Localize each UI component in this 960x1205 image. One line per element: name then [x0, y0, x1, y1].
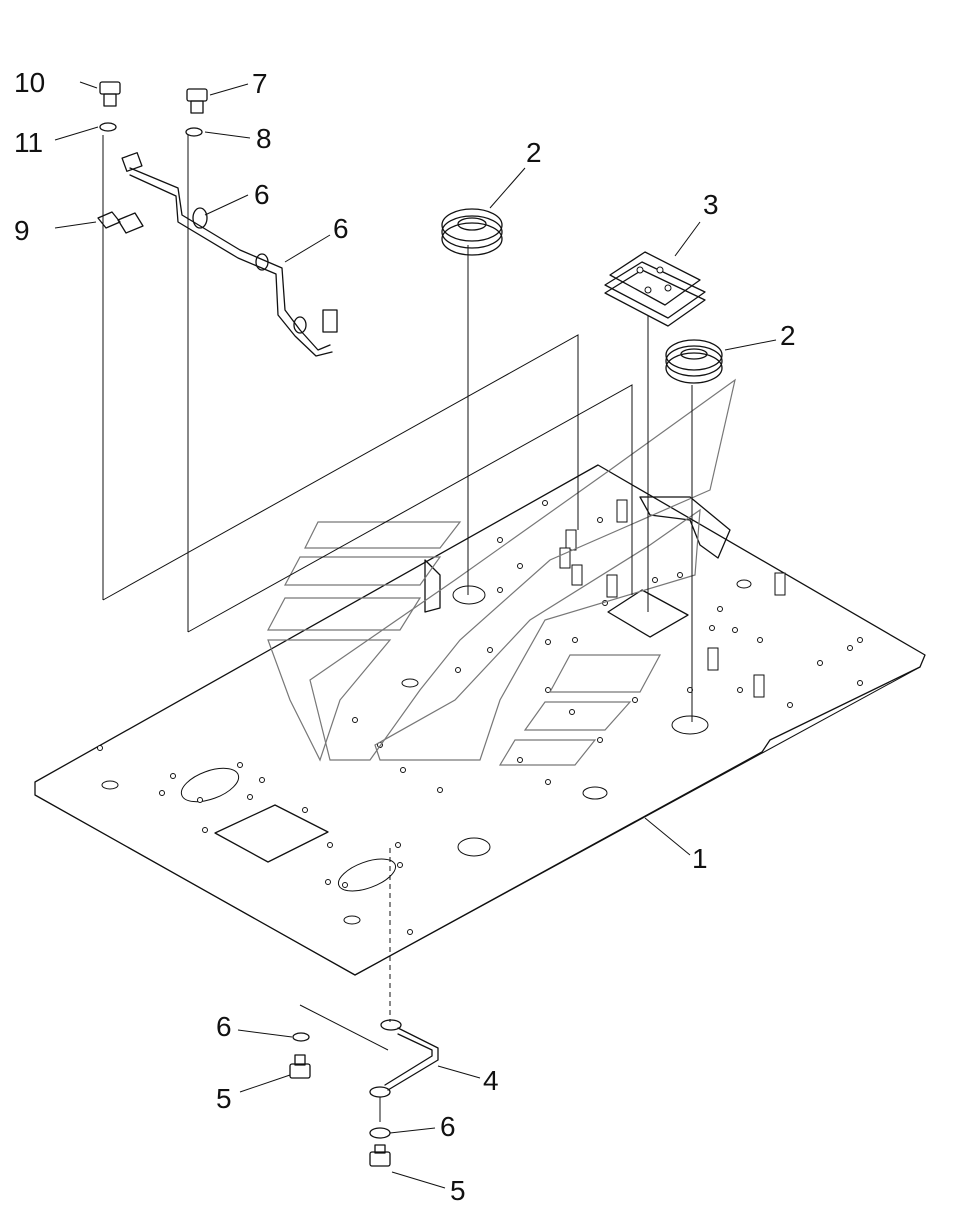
callout-1: 1	[692, 843, 708, 874]
callout-12: 10	[14, 67, 45, 98]
stud-group	[559, 499, 786, 698]
callout-5-lower: 5	[450, 1175, 466, 1205]
floor-plate	[34, 464, 926, 976]
fastener-holes	[97, 500, 863, 935]
callout-leaders	[54, 81, 777, 1189]
callout-8: 6	[254, 179, 270, 210]
ground-cable	[289, 1019, 439, 1167]
harness-assembly	[97, 81, 338, 357]
callout-5-upper: 5	[216, 1083, 232, 1114]
callout-labels: 10 11 9 7 8 6 6 2 3 2 1 6 4 5 6 5	[14, 67, 796, 1205]
callout-6-upper: 6	[216, 1011, 232, 1042]
seal-plate	[604, 251, 706, 327]
grommet-left	[441, 208, 503, 256]
callout-13: 11	[14, 127, 43, 158]
grommet-right	[665, 339, 723, 384]
callout-7: 6	[333, 213, 349, 244]
callout-2-left: 2	[526, 137, 542, 168]
callout-9: 7	[252, 68, 268, 99]
callout-6-lower: 6	[440, 1111, 456, 1142]
callout-4: 4	[483, 1065, 499, 1096]
assembly-lines	[102, 135, 693, 1051]
callout-3: 3	[703, 189, 719, 220]
watermark	[267, 378, 736, 766]
callout-11: 9	[14, 215, 30, 246]
callout-10: 8	[256, 123, 272, 154]
callout-2-right: 2	[780, 320, 796, 351]
